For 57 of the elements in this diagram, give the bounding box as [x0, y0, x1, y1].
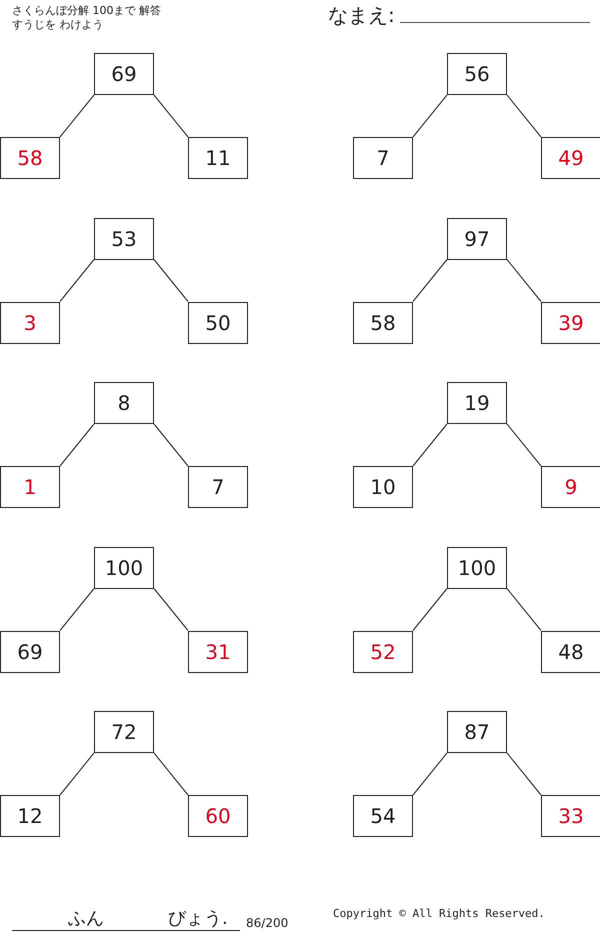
connector-line — [506, 259, 542, 302]
answer-box: 60 — [188, 795, 248, 837]
connector-line — [154, 424, 188, 466]
answer-box: 39 — [541, 302, 600, 344]
number-box: 87 — [447, 711, 507, 753]
answer-box: 33 — [541, 795, 600, 837]
number-box: 100 — [447, 546, 507, 588]
connector-line — [412, 94, 448, 138]
name-label: なまえ: — [328, 2, 395, 29]
number-box: 72 — [94, 711, 154, 753]
number-box: 56 — [447, 53, 507, 95]
answer-box: 31 — [188, 630, 248, 672]
connector-line — [154, 752, 188, 796]
answer-box: 50 — [188, 302, 248, 344]
number-box: 100 — [94, 546, 154, 588]
answer-box: 12 — [0, 795, 60, 837]
number-box: 53 — [94, 218, 154, 260]
answer-box: 58 — [353, 302, 413, 344]
connector-line — [506, 588, 542, 631]
answer-box: 48 — [541, 630, 600, 672]
answer-box: 58 — [0, 137, 60, 179]
connector-line — [154, 259, 188, 302]
answer-box: 1 — [0, 466, 60, 508]
connector-line — [506, 94, 542, 138]
subtitle: すうじを わけよう — [12, 17, 104, 32]
connector-line — [412, 259, 448, 302]
connector-line — [60, 94, 94, 138]
connector-line — [154, 588, 188, 631]
connector-line — [506, 424, 542, 466]
answer-box: 52 — [353, 630, 413, 672]
number-box: 97 — [447, 218, 507, 260]
copyright-notice: Copyright © All Rights Reserved. — [333, 907, 545, 920]
worksheet-title: さくらんぼ分解 100まで 解答 — [12, 3, 161, 18]
connector-line — [60, 424, 94, 466]
connector-line — [412, 752, 448, 796]
answer-box: 69 — [0, 630, 60, 672]
answer-box: 10 — [353, 466, 413, 508]
answer-box: 11 — [188, 137, 248, 179]
number-box: 19 — [447, 382, 507, 424]
seconds-label: びょう. — [168, 907, 228, 930]
minutes-label: ふん — [68, 907, 104, 930]
connector-line — [412, 588, 448, 631]
answer-box: 7 — [353, 137, 413, 179]
answer-box: 49 — [541, 137, 600, 179]
page-number: 86/200 — [246, 916, 288, 930]
answer-box: 54 — [353, 795, 413, 837]
connector-line — [154, 94, 188, 138]
answer-box: 9 — [541, 466, 600, 508]
connector-line — [506, 752, 542, 796]
number-box: 8 — [94, 382, 154, 424]
connector-line — [60, 259, 94, 302]
connector-line — [412, 424, 448, 466]
number-box: 69 — [94, 53, 154, 95]
connector-line — [60, 588, 94, 631]
answer-box: 3 — [0, 302, 60, 344]
connector-line — [60, 752, 94, 796]
answer-box: 7 — [188, 466, 248, 508]
